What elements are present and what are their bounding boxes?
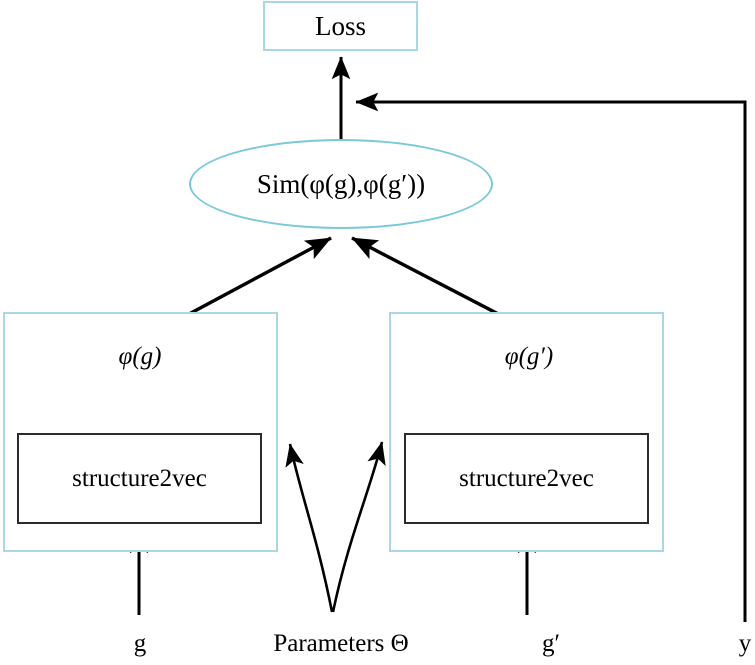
similarity-label: Sim(φ(g),φ(g′)) [256, 168, 426, 199]
input-g-label: g [133, 630, 147, 657]
left-structure2vec-label: structure2vec [72, 464, 207, 492]
loss-label: Loss [314, 10, 366, 41]
left-structure2vec-node: structure2vec [17, 433, 262, 524]
supervision-y-label: y [738, 630, 752, 657]
right-structure2vec-node: structure2vec [404, 433, 649, 524]
input-g-prime-label: g′ [542, 630, 560, 657]
similarity-node: Sim(φ(g),φ(g′)) [189, 139, 493, 229]
right-embedding-label: φ(g′) [504, 343, 554, 370]
loss-node: Loss [263, 1, 418, 51]
parameters-label: Parameters Θ [273, 630, 409, 657]
edge-params-to-left-branch [285, 443, 334, 613]
left-embedding-label: φ(g) [118, 343, 162, 370]
edge-params-to-right-branch [331, 441, 386, 613]
right-structure2vec-label: structure2vec [459, 464, 594, 492]
